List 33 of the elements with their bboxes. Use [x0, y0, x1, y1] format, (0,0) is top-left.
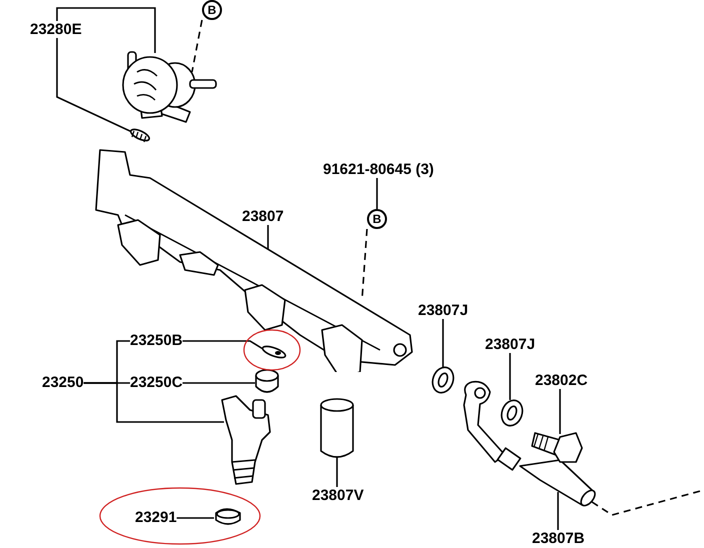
part-number: 23807J [485, 336, 536, 353]
leader-line [336, 456, 338, 487]
clip-drawing [212, 508, 244, 528]
leader-line [442, 319, 444, 367]
part-number: 23250C [130, 374, 183, 391]
washer-drawing [429, 365, 457, 395]
part-number: 23807J [418, 302, 468, 319]
leader-line [376, 178, 378, 209]
part-number: 23807 [242, 208, 284, 225]
part-number: 23291 [135, 509, 177, 526]
part-number: 23807V [312, 487, 364, 504]
leader-line [176, 517, 214, 519]
dashed-leader-line [191, 20, 203, 72]
grommet-drawing [255, 369, 279, 393]
part-number: 23250B [130, 332, 183, 349]
leader-line [182, 382, 255, 384]
leader-line [56, 7, 156, 53]
part-number: 23280E [30, 21, 82, 38]
reference-mark: B [367, 209, 387, 229]
leader-line [509, 353, 511, 400]
reference-mark: B [202, 0, 222, 20]
leader-line [56, 38, 132, 133]
leader-line [182, 340, 264, 350]
leader-line [557, 492, 559, 530]
part-number: 91621-80645 (3) [323, 161, 434, 178]
leader-line [559, 389, 561, 434]
part-number: 23250 [42, 374, 84, 391]
leader-line [84, 382, 224, 423]
washer-drawing [498, 398, 526, 428]
part-number: 23802C [535, 372, 588, 389]
part-number: 23807B [532, 530, 585, 547]
spring-drawing [127, 127, 151, 143]
spacer-drawing [320, 398, 354, 458]
